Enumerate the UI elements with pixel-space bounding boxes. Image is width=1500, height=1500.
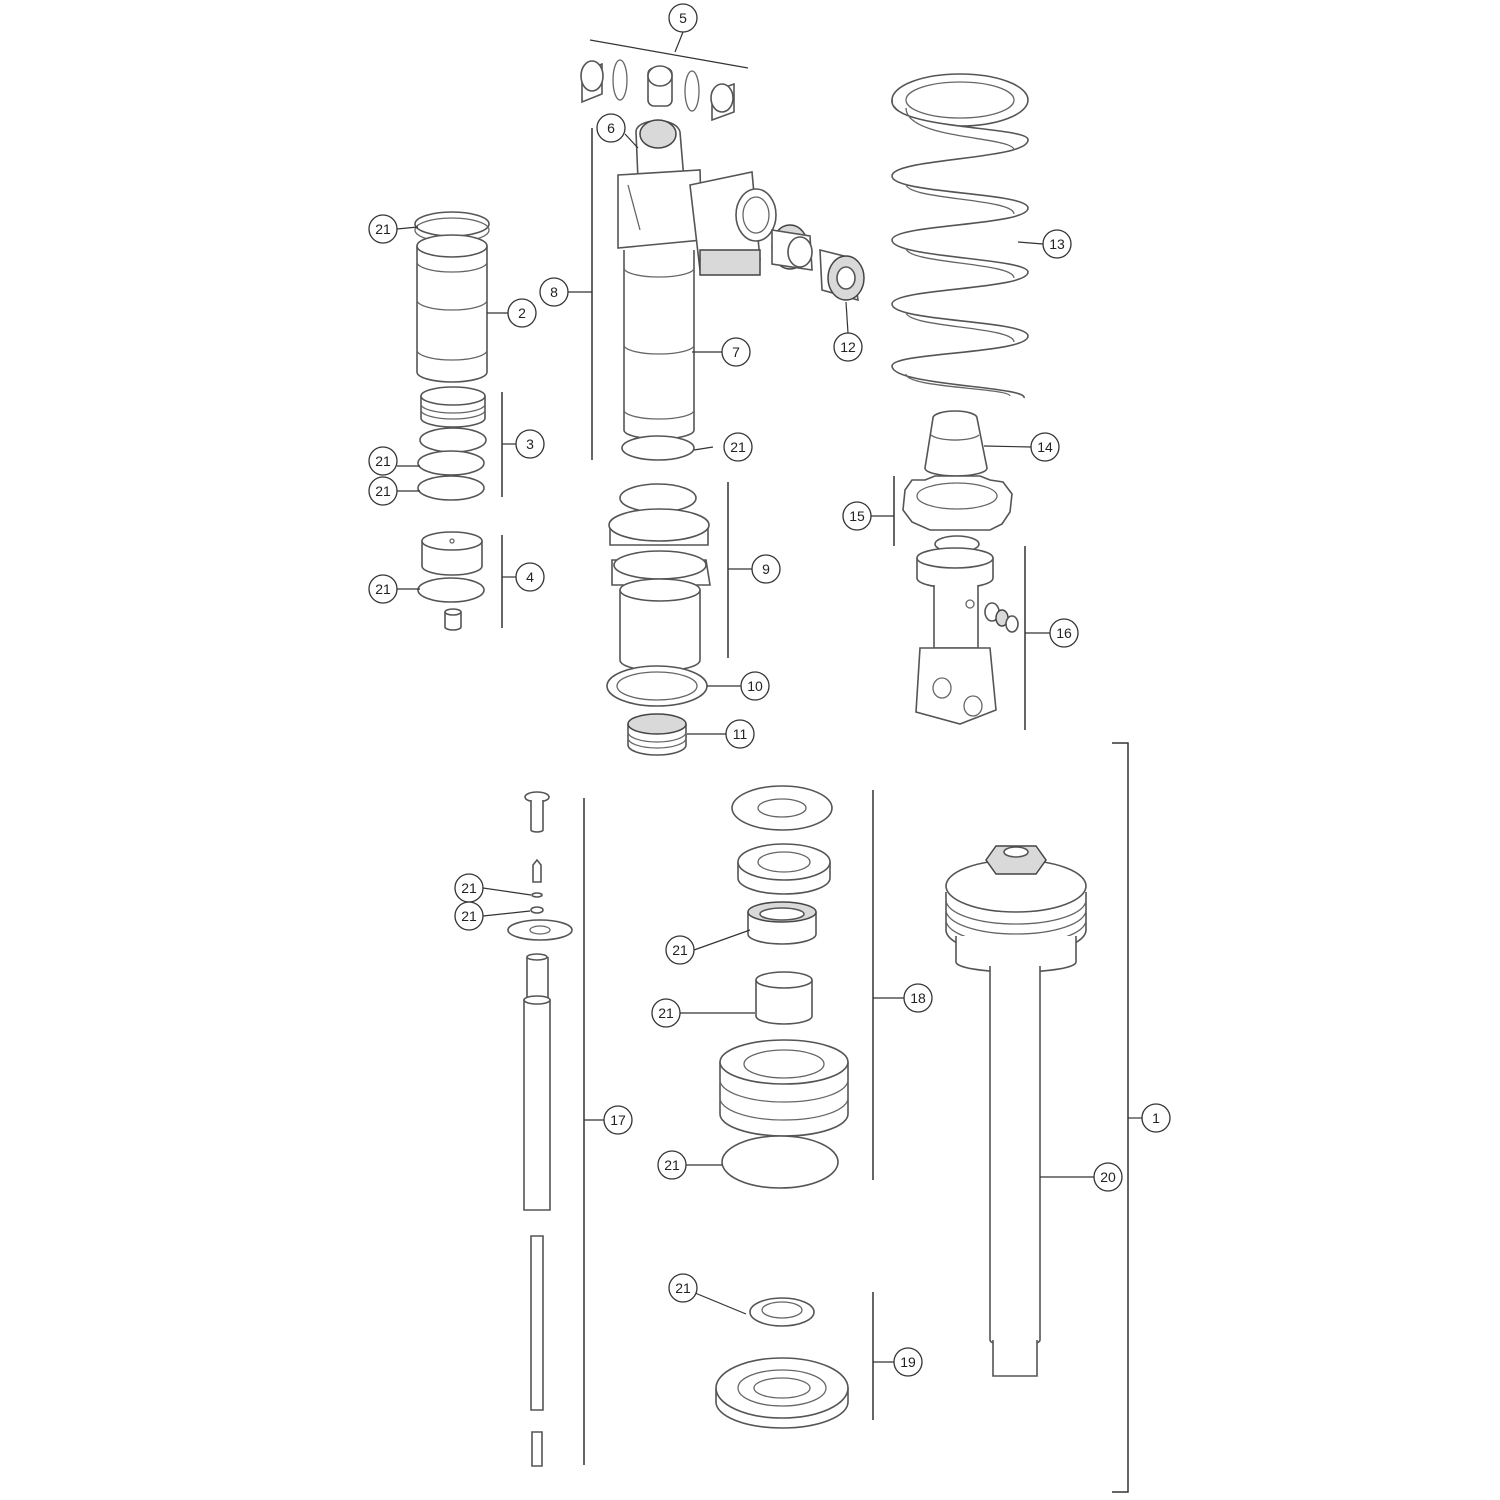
svg-text:14: 14 [1037,439,1053,455]
part-17-shaft-assembly [507,791,573,1467]
callout-21-negative-piston-ring: 21 [368,574,398,604]
svg-text:17: 17 [610,1112,626,1128]
part-4-negative-piston [417,531,485,631]
callout-20: 20 [1093,1162,1123,1192]
callout-2: 2 [507,298,537,328]
part-14-bump-stop [924,410,988,477]
callout-21-body-oring: 21 [723,432,753,462]
svg-text:21: 21 [664,1157,680,1173]
svg-text:21: 21 [675,1280,691,1296]
svg-text:21: 21 [375,453,391,469]
callout-8: 8 [539,277,569,307]
svg-text:21: 21 [375,483,391,499]
part-19-bottom-cup [715,1297,849,1429]
callout-10: 10 [740,671,770,701]
part-7-damper-body-tube [623,250,695,440]
svg-text:21: 21 [658,1005,674,1021]
callout-9: 9 [751,554,781,584]
part-11-seal-head [627,713,687,756]
part-20-damper-cartridge [945,845,1087,1377]
part-16-lower-eyelet [915,547,1019,725]
svg-text:20: 20 [1100,1169,1116,1185]
callout-21-air-sleeve-ring: 21 [368,214,398,244]
callout-21-piston-ring-lower: 21 [368,476,398,506]
svg-text:16: 16 [1056,625,1072,641]
part-6-body-eyelet [617,119,703,249]
part-15-spring-collar [902,475,1013,553]
callout-21-shaft-oring-lower: 21 [454,901,484,931]
callout-1: 1 [1141,1103,1171,1133]
svg-text:21: 21 [461,880,477,896]
callout-12: 12 [833,332,863,362]
svg-text:1: 1 [1152,1110,1160,1126]
svg-text:18: 18 [910,990,926,1006]
svg-text:8: 8 [550,284,558,300]
svg-text:5: 5 [679,10,687,26]
callout-19: 19 [893,1347,923,1377]
part-13-coil-spring [891,73,1029,399]
svg-text:15: 15 [849,508,865,524]
svg-text:4: 4 [526,569,534,585]
callout-13: 13 [1042,229,1072,259]
callout-21-shaft-oring-upper: 21 [454,873,484,903]
svg-text:10: 10 [747,678,763,694]
callout-15: 15 [842,501,872,531]
callout-21-bearing: 21 [665,935,695,965]
callout-21-cup-ring: 21 [668,1273,698,1303]
part-8-reservoir-housing [689,171,777,276]
callout-16: 16 [1049,618,1079,648]
part-2-air-sleeve [416,234,488,383]
svg-text:2: 2 [518,305,526,321]
svg-text:6: 6 [607,120,615,136]
svg-text:9: 9 [762,561,770,577]
part-12-adjuster-knob [771,224,865,302]
part-3-air-piston-assembly [417,386,487,501]
callout-6: 6 [596,113,626,143]
callout-21-seal-ring: 21 [657,1150,687,1180]
callout-11: 11 [725,719,755,749]
part-5-bushing-set [580,59,735,122]
callout-18: 18 [903,983,933,1013]
brackets [501,128,1142,1493]
svg-text:12: 12 [840,339,856,355]
svg-text:21: 21 [375,581,391,597]
svg-text:21: 21 [672,942,688,958]
svg-text:21: 21 [730,439,746,455]
svg-text:7: 7 [732,344,740,360]
svg-text:21: 21 [375,221,391,237]
part-10-washer [606,665,708,707]
callout-17: 17 [603,1105,633,1135]
svg-text:11: 11 [733,726,748,742]
callout-7: 7 [721,337,751,367]
callout-21-piston-ring-upper: 21 [368,446,398,476]
svg-text:13: 13 [1049,236,1065,252]
svg-text:21: 21 [461,908,477,924]
callout-14: 14 [1030,432,1060,462]
part-9-preload-collar [608,483,711,672]
svg-text:19: 19 [900,1354,916,1370]
callout-3: 3 [515,429,545,459]
callout-5: 5 [668,3,698,33]
svg-text:3: 3 [526,436,534,452]
callout-21-bushing: 21 [651,998,681,1028]
part-18-bushing-stack [719,785,849,1189]
callout-4: 4 [515,562,545,592]
callouts: 1 2 3 4 5 6 7 8 9 10 11 12 13 14 15 16 1… [368,3,1171,1377]
part-21-body-oring [621,435,695,461]
